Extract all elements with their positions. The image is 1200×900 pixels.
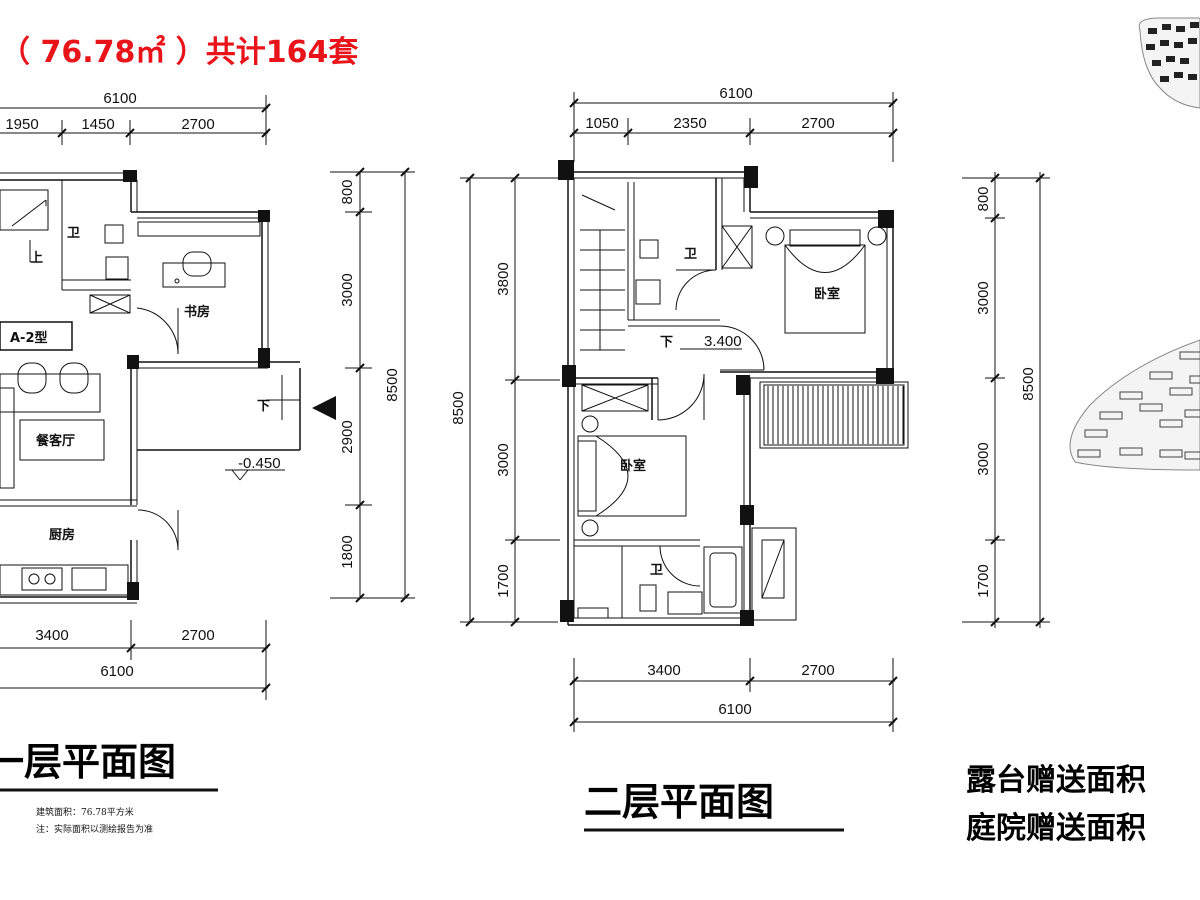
floor2-top-seg-1: 1050 <box>585 115 618 132</box>
floor1-type-label: A-2型 <box>10 330 48 346</box>
floor2-bath-top-label: 卫 <box>684 247 697 262</box>
floor2-bottom-seg-1: 3400 <box>647 662 680 679</box>
side-right-seg-1: 800 <box>975 186 992 211</box>
floor1-right-seg-3: 2900 <box>339 420 356 453</box>
floor2-top-seg-3: 2700 <box>801 115 834 132</box>
key-map-building <box>1188 38 1197 44</box>
key-map-building <box>1174 72 1183 78</box>
side-right-seg-3: 3000 <box>975 442 992 475</box>
floor1-right-seg-1: 800 <box>339 179 356 204</box>
floor1-study-label: 书房 <box>184 304 210 320</box>
key-map-building <box>1146 44 1155 50</box>
floor2-left-seg-1: 3800 <box>495 262 512 295</box>
floor2-bedroom-top-label: 卧室 <box>814 286 840 302</box>
key-map-building <box>1077 449 1101 458</box>
key-map-building <box>1160 76 1169 82</box>
key-map-building <box>1119 391 1143 400</box>
key-map-building <box>1180 58 1189 64</box>
floor2-left-dimensions <box>460 173 560 627</box>
floor2-columns <box>558 160 894 626</box>
floor2-left-total: 8500 <box>450 391 467 424</box>
side-right-seg-2: 3000 <box>975 281 992 314</box>
key-map-building <box>1184 451 1200 460</box>
floor1-level: -0.450 <box>238 455 281 472</box>
site-key-map-bottom <box>1069 339 1200 471</box>
floor1-columns <box>123 170 270 600</box>
key-map-building <box>1166 56 1175 62</box>
header-title: （ 76.78㎡ ）共计164套 <box>0 35 358 70</box>
floor2-left-seg-3: 1700 <box>495 564 512 597</box>
side-right-dimensions <box>962 172 1050 628</box>
key-map-building <box>1119 447 1143 456</box>
key-map-building <box>1188 74 1197 80</box>
gift-courtyard-label: 庭院赠送面积 <box>966 811 1146 846</box>
floor1-bottom-seg-2: 2700 <box>181 627 214 644</box>
side-right-total: 8500 <box>1020 367 1037 400</box>
floor2-top-seg-2: 2350 <box>673 115 706 132</box>
floor1-living-label: 餐客厅 <box>35 433 75 449</box>
floor2-walls <box>567 171 909 626</box>
key-map-building <box>1184 409 1200 418</box>
side-right-seg-4: 1700 <box>975 564 992 597</box>
floor1-right-total: 8500 <box>384 368 401 401</box>
key-map-building <box>1174 42 1183 48</box>
key-map-building <box>1084 429 1108 438</box>
site-key-map-top <box>1138 17 1200 109</box>
floor1-bath-label: 卫 <box>67 226 80 241</box>
key-map-building <box>1160 40 1169 46</box>
gift-terrace-label: 露台赠送面积 <box>966 763 1146 798</box>
key-map-building <box>1152 60 1161 66</box>
floor1-right-seg-4: 1800 <box>339 535 356 568</box>
floor2-down-label: 下 <box>660 335 673 350</box>
floor2-level: 3.400 <box>704 333 742 350</box>
key-map-building <box>1149 371 1173 380</box>
floor2-plan-title: 二层平面图 <box>584 780 774 824</box>
floor2-top-dimensions <box>569 92 898 162</box>
floor2-bottom-seg-2: 2700 <box>801 662 834 679</box>
floor1-right-dimensions <box>330 167 415 603</box>
key-map-building <box>1148 28 1157 34</box>
key-map-building <box>1176 26 1185 32</box>
floor1-bottom-total: 6100 <box>100 663 133 680</box>
floor2-bottom-total: 6100 <box>718 701 751 718</box>
floor1-note-disclaimer: 注：实际面积以测绘报告为准 <box>36 823 153 835</box>
key-map-building <box>1189 375 1200 384</box>
floor1-top-seg-2: 1450 <box>81 116 114 133</box>
floor2-bath-bottom-label: 卫 <box>650 563 663 578</box>
floor1-right-seg-2: 3000 <box>339 273 356 306</box>
key-map-building <box>1159 419 1183 428</box>
key-map-building <box>1162 24 1171 30</box>
key-map-building <box>1099 411 1123 420</box>
floor2-left-seg-2: 3000 <box>495 443 512 476</box>
floor1-walls <box>0 172 301 604</box>
floor1-type-box <box>0 321 73 351</box>
floor1-bottom-seg-1: 3400 <box>35 627 68 644</box>
floor1-up-label: 上 <box>30 251 43 266</box>
floor2-top-total: 6100 <box>719 85 752 102</box>
entrance-arrow-icon <box>312 396 336 420</box>
floor1-down-label: 下 <box>257 399 270 414</box>
floor2-bottom-dimensions <box>569 658 898 732</box>
floor1-plan-title: 一层平面图 <box>0 740 176 784</box>
floor1-top-total: 6100 <box>103 90 136 107</box>
floor1-top-dimensions <box>0 95 271 145</box>
key-map-building <box>1159 449 1183 458</box>
floor2-bedroom-bottom-label: 卧室 <box>620 458 646 474</box>
floor1-kitchen-label: 厨房 <box>49 527 75 543</box>
floor1-top-seg-3: 2700 <box>181 116 214 133</box>
terrace-hatch <box>767 386 904 444</box>
floor1-bottom-dimensions <box>0 620 271 700</box>
key-map-building <box>1179 351 1200 360</box>
key-map-building <box>1190 22 1199 28</box>
key-map-building <box>1139 403 1163 412</box>
floor1-top-seg-1: 1950 <box>5 116 38 133</box>
floor1-note-area: 建筑面积：76.78平方米 <box>36 806 134 818</box>
key-map-building <box>1169 387 1193 396</box>
